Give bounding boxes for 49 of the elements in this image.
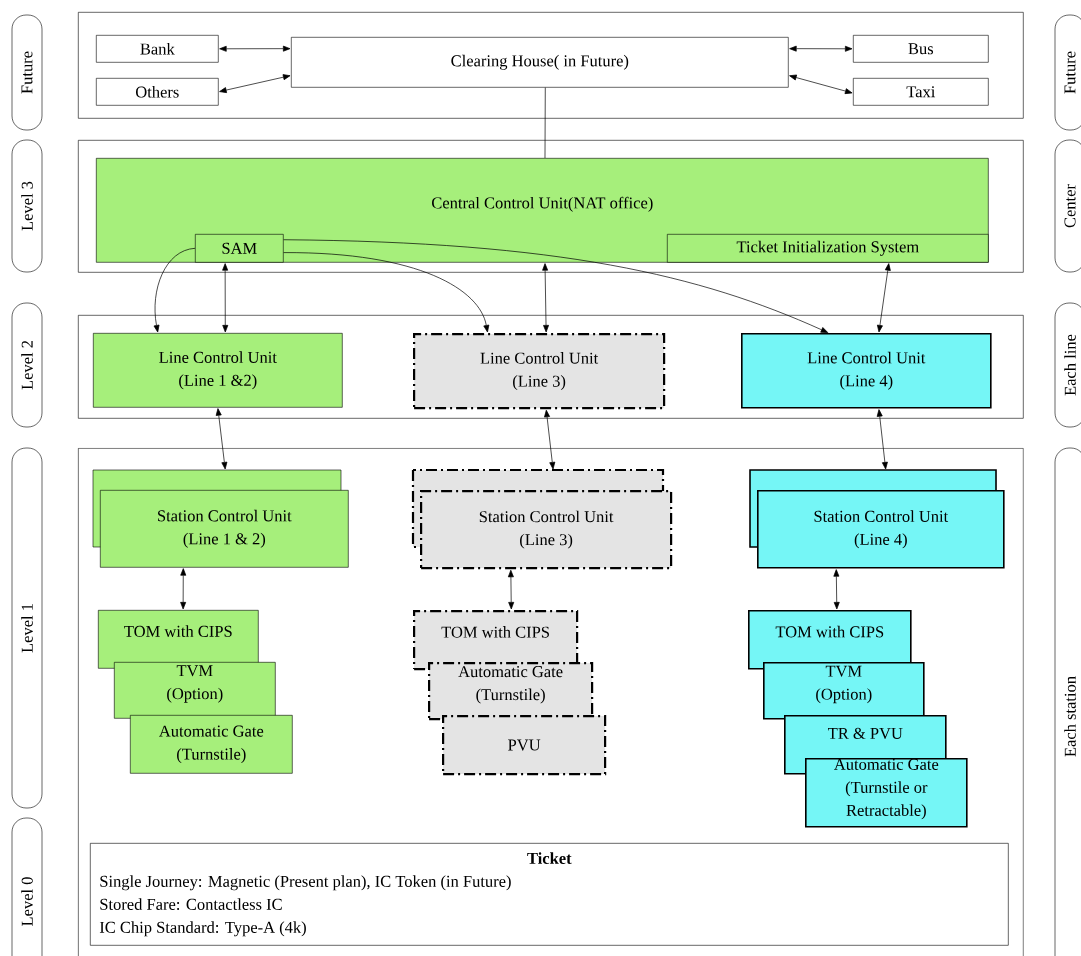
arrow: [180, 568, 187, 610]
arrow: [542, 263, 549, 333]
unit-box: Automatic Gate (Turnstile or Retractable): [805, 758, 968, 828]
ticket-info-box: Ticket Single Journey: Magnetic (Present plan), IC Token (in Future) Stored Fare: Contactless IC IC Chip Standard: Type-A (4k): [90, 843, 1009, 946]
connector-line: [544, 87, 546, 159]
tier-label: Level 0: [11, 817, 43, 956]
arrow: [877, 263, 891, 333]
tier-label: Center: [1054, 139, 1081, 273]
arrow: [789, 45, 853, 52]
tier-label: Future: [1054, 14, 1081, 131]
arrow: [544, 409, 556, 470]
tier-panel: [78, 315, 1024, 419]
arrow: [876, 409, 888, 470]
arrow: [222, 263, 229, 333]
tier-panel: [78, 12, 1024, 119]
unit-box: Line Control Unit (Line 4): [741, 333, 992, 409]
arrow: [219, 74, 291, 93]
tier-label: Level 1: [11, 447, 43, 809]
unit-box: Station Control Unit (Line 4): [749, 469, 1005, 569]
unit-box: Automatic Gate (Turnstile): [130, 715, 293, 774]
unit-box: Ticket Initialization System: [667, 234, 989, 263]
arrow: [507, 569, 515, 610]
arrow: [283, 239, 829, 333]
tier-label: Each station: [1054, 447, 1081, 956]
system-box: Bank: [96, 35, 219, 63]
unit-box: Automatic Gate (Turnstile): [428, 662, 594, 721]
tier-panel: [78, 140, 1024, 273]
unit-box: Line Control Unit (Line 3): [413, 333, 666, 410]
arrow: [215, 408, 228, 470]
arrow: [283, 252, 490, 333]
unit-box: SAM: [195, 234, 284, 263]
arrow: [153, 247, 196, 333]
system-box: Bus: [853, 35, 989, 63]
system-box: Others: [96, 78, 219, 106]
unit-box: Station Control Unit (Line 1 & 2): [92, 469, 349, 568]
tier-label: Future: [11, 14, 43, 131]
unit-box: TVM (Option): [763, 662, 925, 720]
arrow: [219, 45, 291, 52]
tier-label: Each line: [1054, 302, 1081, 428]
arrow: [789, 74, 853, 94]
system-box: Clearing House( in Future): [291, 37, 789, 88]
tier-label: Level 3: [11, 139, 43, 273]
unit-box: PVU: [442, 715, 607, 776]
tier-label: Level 2: [11, 302, 43, 428]
unit-box: TVM (Option): [114, 662, 276, 719]
unit-box: Line Control Unit (Line 1 &2): [93, 333, 343, 408]
system-box: Taxi: [853, 78, 989, 106]
unit-box: Station Control Unit (Line 3): [411, 468, 673, 570]
arrow: [833, 569, 840, 610]
